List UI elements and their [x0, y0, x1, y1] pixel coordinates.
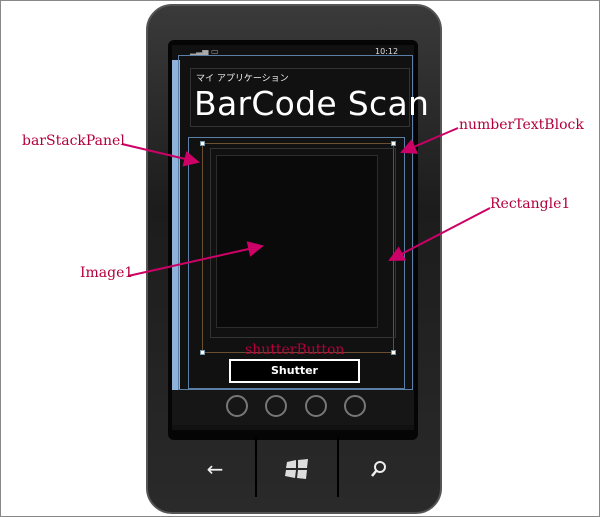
app-bar-button[interactable]: [226, 395, 248, 417]
app-name: マイ アプリケーション: [196, 74, 289, 84]
image1[interactable]: [216, 155, 378, 328]
start-button[interactable]: [257, 437, 337, 500]
app-bar-button[interactable]: [344, 395, 366, 417]
label-image1: Image1: [80, 265, 134, 281]
divider: [337, 437, 339, 497]
resize-handle[interactable]: [391, 350, 396, 355]
arrow: [127, 241, 264, 277]
app-bar-button[interactable]: [305, 395, 327, 417]
status-time: 10:12: [375, 47, 399, 56]
number-text-block[interactable]: [210, 148, 396, 338]
shutter-button[interactable]: Shutter: [229, 359, 360, 383]
app-bar: [172, 390, 414, 425]
arrow: [388, 207, 491, 261]
title-panel: [190, 68, 410, 127]
label-bar-stack-panel: barStackPanel: [22, 133, 125, 149]
label-rectangle1: Rectangle1: [490, 196, 571, 212]
search-button[interactable]: [339, 437, 419, 500]
divider: [255, 437, 257, 497]
resize-handle[interactable]: [391, 141, 396, 146]
layout-root: [178, 55, 413, 390]
windows-logo-icon: [285, 458, 308, 479]
resize-handle[interactable]: [200, 350, 205, 355]
label-shutter-button: shutterButton: [245, 342, 345, 358]
arrow: [400, 127, 459, 154]
designer-ruler: [172, 60, 180, 390]
back-button[interactable]: ←: [175, 437, 255, 500]
resize-handle[interactable]: [200, 141, 205, 146]
back-icon: ←: [206, 456, 224, 481]
signal-icon: ▂▃▅ ▭: [190, 47, 219, 56]
search-icon: [371, 460, 386, 477]
page-title: BarCode Scan: [194, 84, 430, 123]
app-bar-button[interactable]: [265, 395, 287, 417]
label-number-text-block: numberTextBlock: [459, 117, 584, 133]
arrow: [121, 143, 200, 167]
